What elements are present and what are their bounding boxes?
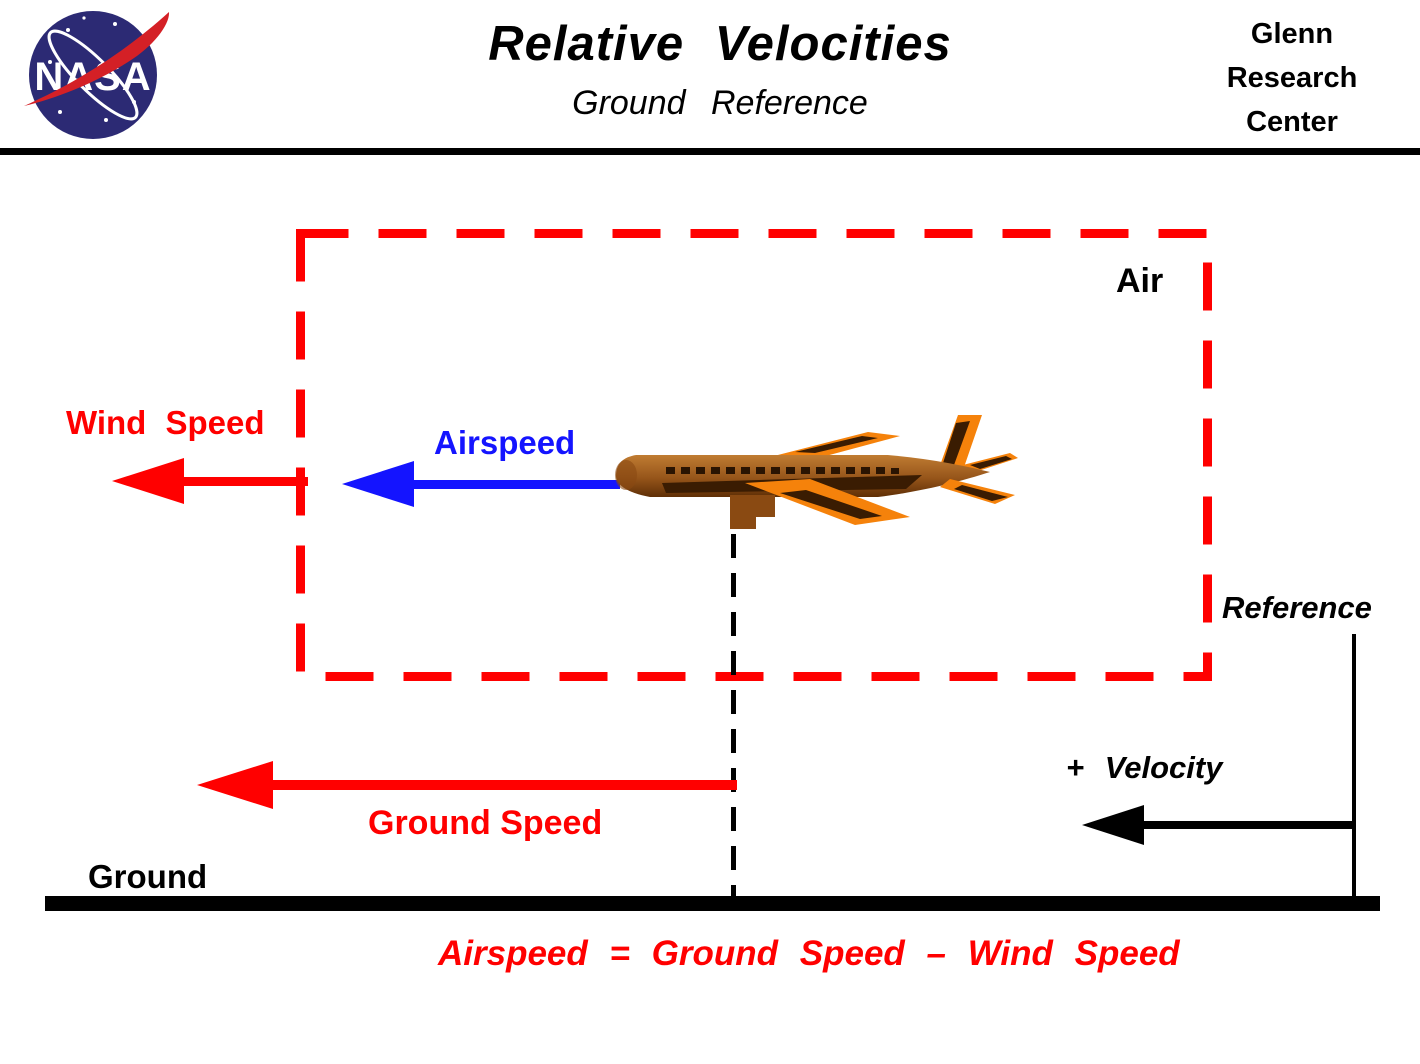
positive-velocity-arrow-head [1082,805,1144,845]
ground-speed-arrow-head [197,761,273,809]
airplane-position-dashed-line [731,534,736,902]
positive-velocity-arrow-shaft [1134,821,1355,829]
wind-speed-arrow [112,458,308,504]
airplane-illustration [615,415,1018,529]
wind-speed-arrow-shaft [172,477,308,486]
airspeed-arrow [342,461,620,507]
header-divider [0,148,1420,155]
air-reference-box [296,229,1212,681]
page-title: Relative Velocities [488,17,952,71]
org-line-2: Research [1226,62,1358,94]
positive-velocity-arrow [1082,805,1355,845]
ground-speed-arrow-shaft [259,780,737,790]
org-name: Glenn Research Center [1192,12,1392,144]
wind-speed-label: Wind Speed [66,404,265,441]
ground-speed-label: Ground Speed [368,804,603,842]
org-line-1: Glenn [1250,18,1334,50]
ground-label: Ground [88,858,208,895]
wind-speed-arrow-head [112,458,184,504]
equation-text: Airspeed = Ground Speed – Wind Speed [438,934,1180,973]
plus-velocity-label: + Velocity [1066,750,1223,785]
page-subtitle: Ground Reference [572,84,868,122]
airspeed-label: Airspeed [434,424,576,461]
air-label: Air [1116,262,1164,300]
reference-label: Reference [1222,590,1372,625]
reference-line [1352,634,1356,906]
airspeed-arrow-head [342,461,414,507]
ground-line [45,896,1380,911]
org-line-3: Center [1246,106,1338,138]
nasa-logo-icon: NASA [24,11,170,139]
airspeed-arrow-shaft [402,480,620,489]
ground-speed-arrow [197,761,737,809]
